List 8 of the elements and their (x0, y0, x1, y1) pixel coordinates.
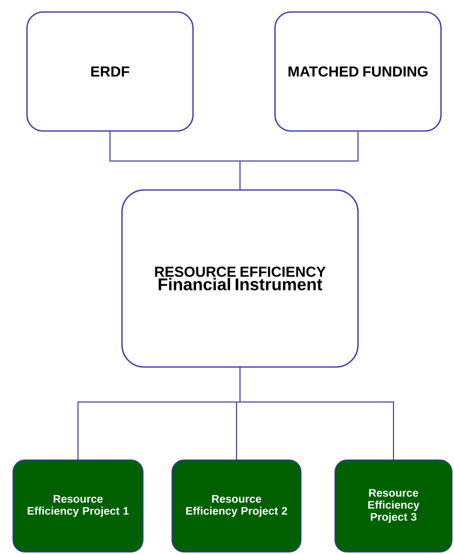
instrument-box: RESOURCE EFFICIENCY Financial Instrument (121, 189, 359, 368)
connector (240, 131, 358, 190)
project-box: Resource Efficiency Project 1 (12, 460, 144, 552)
project-box: Resource Efficiency Project 3 (334, 460, 452, 552)
connector (240, 367, 394, 460)
funding-box: MATCHED FUNDING (274, 11, 442, 132)
project-box: Resource Efficiency Project 2 (172, 460, 302, 552)
funding-box: ERDF (26, 11, 194, 132)
